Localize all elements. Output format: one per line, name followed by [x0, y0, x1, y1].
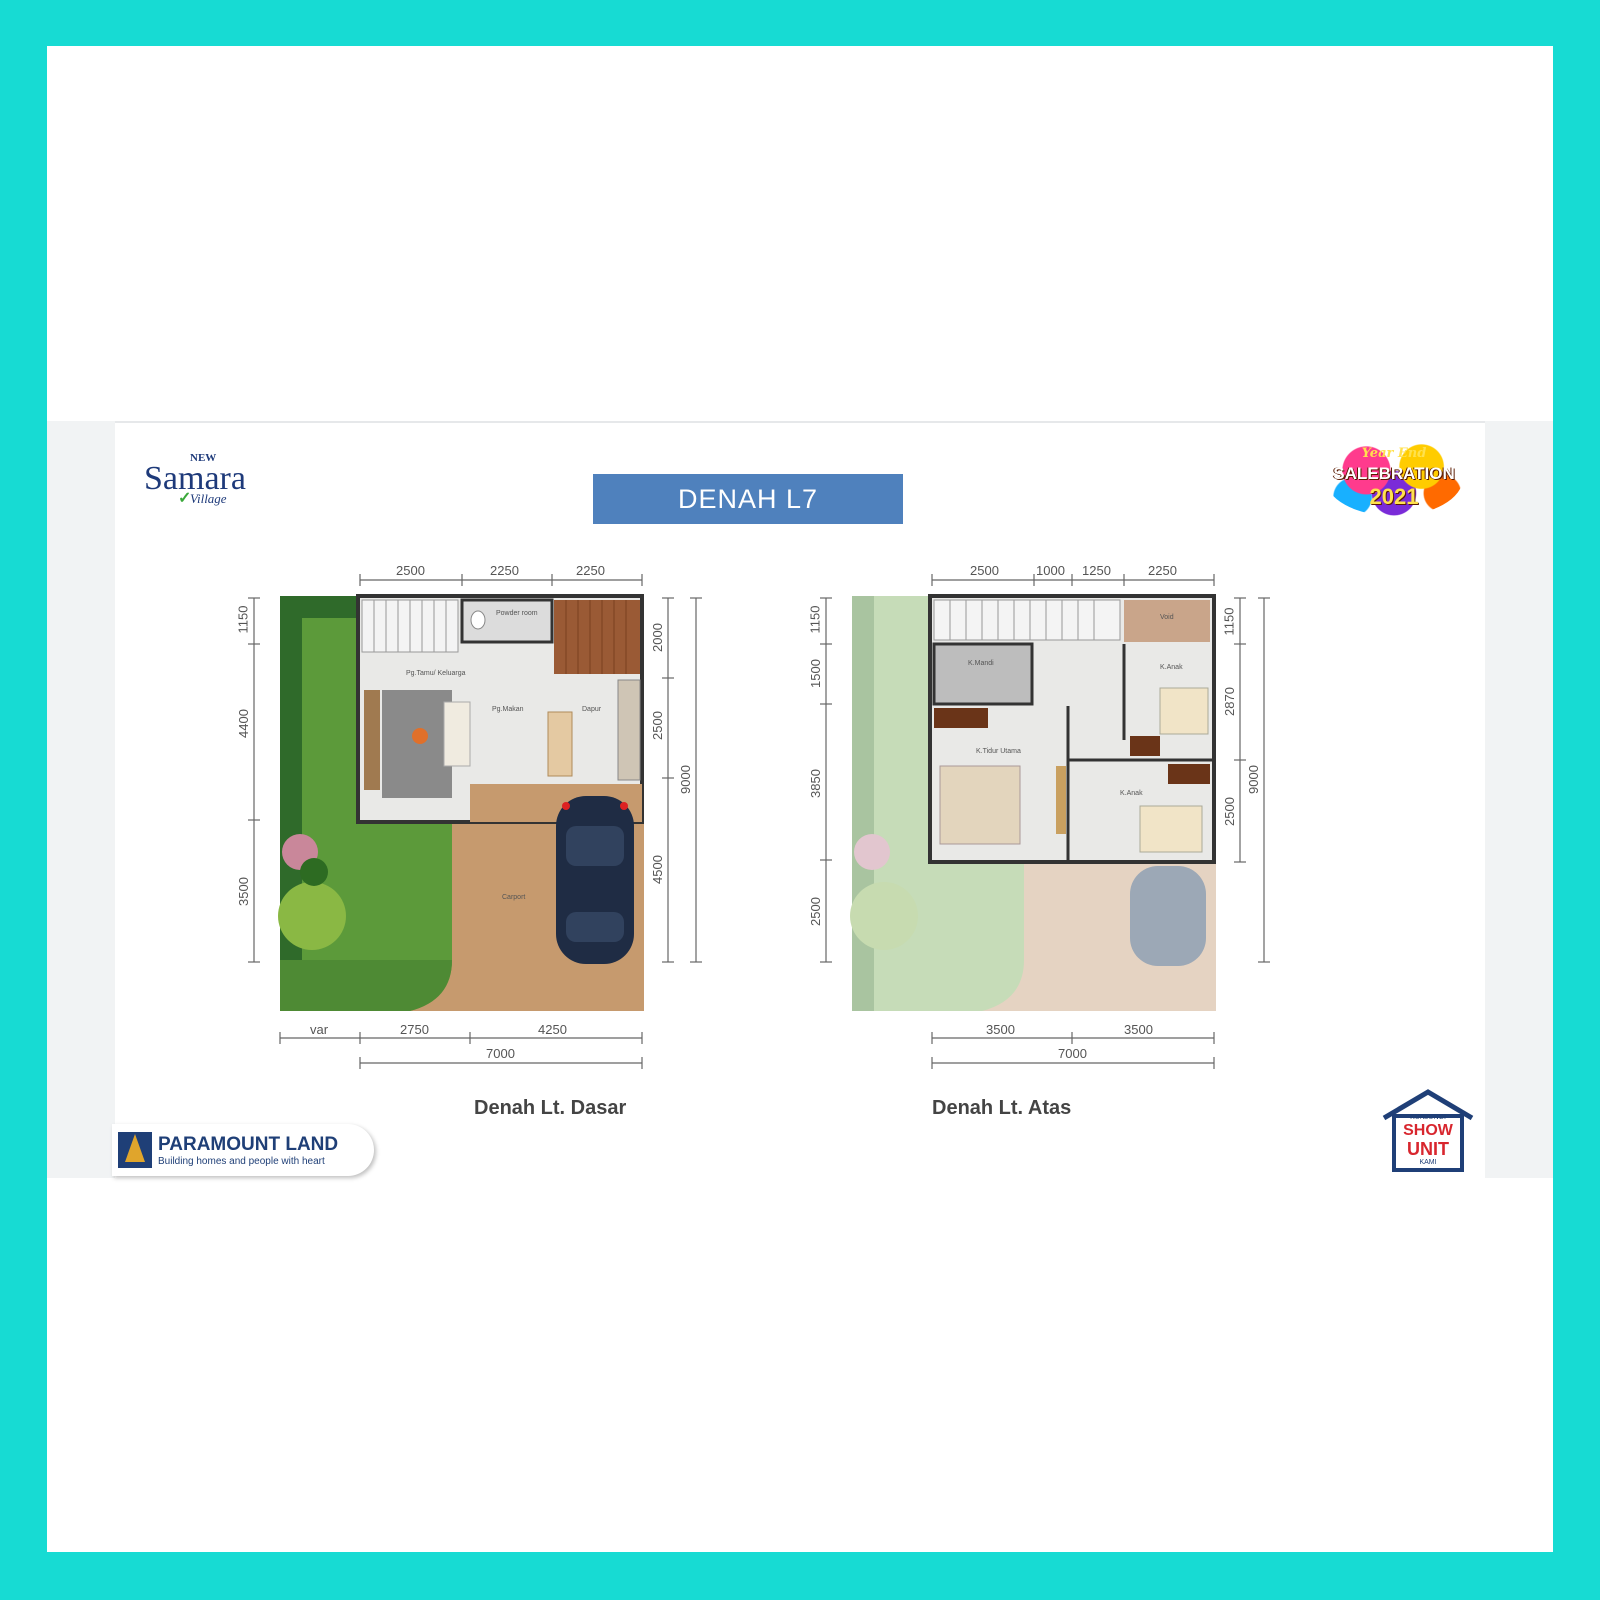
- dim-left-1: 1150: [235, 605, 251, 634]
- room-label: Carport: [502, 894, 526, 901]
- upper-floor-plan: [820, 574, 1270, 1069]
- hedge-faded: [852, 596, 874, 1011]
- caption-upper-floor: Denah Lt. Atas: [932, 1097, 1072, 1119]
- hedge: [280, 596, 302, 1011]
- room-label: Pg.Makan: [492, 706, 524, 713]
- dim-bottom-1: 3500: [986, 1022, 1015, 1037]
- dim-bottom-3: 4250: [538, 1022, 567, 1037]
- show-unit-line2: SHOW: [1403, 1122, 1453, 1139]
- dim-bottom-2: 2750: [400, 1022, 429, 1037]
- room-label: Pg.Tamu/ Keluarga: [406, 670, 466, 677]
- show-unit-line1: KUNJUNGI: [1410, 1114, 1446, 1121]
- room-label: Dapur: [582, 706, 602, 713]
- dim-top-4: 2250: [1148, 563, 1177, 578]
- sofa: [364, 690, 380, 790]
- dining-table: [547, 711, 573, 777]
- paramount-land-logo: PARAMOUNT LAND Building homes and people…: [112, 1124, 374, 1176]
- dim-top-1: 2500: [396, 563, 425, 578]
- dim-top-3: 1250: [1082, 563, 1111, 578]
- badge-year: 2021: [1369, 484, 1419, 509]
- living-rug: [382, 690, 452, 798]
- brand-name: Samara: [144, 460, 246, 497]
- room-label: K.Anak: [1160, 664, 1183, 671]
- check-icon: ✓: [178, 490, 192, 507]
- salebration-badge: Year End SALEBRATION 2021: [1325, 440, 1463, 516]
- hedge-top: [280, 596, 360, 618]
- lawn-front: [280, 960, 452, 1011]
- dim-right-1: 1150: [1221, 607, 1237, 636]
- dim-right-total: 9000: [677, 765, 693, 794]
- dim-left-3: 3850: [807, 769, 823, 798]
- show-unit-line4: KAMI: [1419, 1159, 1437, 1166]
- brand-new-label: NEW: [190, 452, 217, 464]
- wardrobe-2: [1130, 736, 1160, 756]
- house-icon: [1382, 1089, 1474, 1172]
- dim-top-2: 2250: [490, 563, 519, 578]
- page-title: DENAH L7: [593, 474, 903, 524]
- ground-floor-plan: [248, 574, 702, 1069]
- brand-sub: Village: [190, 491, 227, 506]
- dim-top-3: 2250: [576, 563, 605, 578]
- dim-bottom-2: 3500: [1124, 1022, 1153, 1037]
- caption-ground-floor: Denah Lt. Dasar: [474, 1097, 627, 1119]
- dim-bottom-total: 7000: [1058, 1046, 1087, 1061]
- badge-line1: Year End: [1361, 446, 1427, 461]
- shrub-icon: [300, 858, 328, 886]
- dim-left-2: 4400: [235, 709, 251, 738]
- master-bed: [939, 765, 1021, 845]
- room-label: Powder room: [496, 610, 538, 617]
- toilet-icon: [470, 610, 486, 630]
- badge-line2: SALEBRATION: [1333, 464, 1455, 483]
- dim-left-1: 1150: [807, 605, 823, 634]
- stairs: [361, 599, 459, 653]
- bathroom: [932, 642, 1034, 706]
- dim-top-2: 1000: [1036, 563, 1065, 578]
- flower-bush-faded-icon: [854, 834, 890, 870]
- wardrobe-3: [1168, 764, 1210, 784]
- car-faded-icon: [1130, 866, 1206, 966]
- table-decor: [412, 728, 428, 744]
- tree-icon: [278, 882, 346, 950]
- company-tagline: Building homes and people with heart: [158, 1156, 325, 1167]
- child-bed-1: [1159, 687, 1209, 735]
- room-label: K.Tidur Utama: [976, 748, 1021, 755]
- dim-bottom-1: var: [310, 1022, 329, 1037]
- tree-faded-icon: [850, 882, 918, 950]
- company-name: PARAMOUNT LAND: [158, 1134, 339, 1155]
- dim-right-total: 9000: [1245, 765, 1261, 794]
- child-bed-2: [1139, 805, 1203, 853]
- dim-right-2: 2870: [1221, 687, 1237, 716]
- dim-left-3: 3500: [235, 877, 251, 906]
- dim-left-4: 2500: [807, 897, 823, 926]
- kitchen-counter: [617, 679, 641, 781]
- show-unit-line3: UNIT: [1407, 1139, 1449, 1159]
- tree-logo-icon: [125, 1134, 145, 1162]
- dim-right-1: 2000: [649, 623, 665, 652]
- dim-right-3: 2500: [1221, 797, 1237, 826]
- dim-top-1: 2500: [970, 563, 999, 578]
- room-label: Void: [1160, 614, 1174, 621]
- armchair: [443, 701, 471, 767]
- wooden-deck: [554, 600, 640, 674]
- dim-right-3: 4500: [649, 855, 665, 884]
- room-label: K.Anak: [1120, 790, 1143, 797]
- dim-right-2: 2500: [649, 711, 665, 740]
- dim-bottom-total: 7000: [486, 1046, 515, 1061]
- show-unit-badge: KUNJUNGI SHOW UNIT KAMI: [1380, 1088, 1476, 1172]
- dim-left-2: 1500: [807, 659, 823, 688]
- car-icon: [556, 796, 634, 964]
- upper-stairs: [933, 599, 1121, 641]
- void: [1124, 600, 1210, 642]
- room-label: K.Mandi: [968, 660, 994, 667]
- wardrobe: [934, 708, 988, 728]
- paint-splash-icon: [1325, 440, 1463, 516]
- powder-room: [460, 598, 554, 644]
- desk: [1056, 766, 1066, 834]
